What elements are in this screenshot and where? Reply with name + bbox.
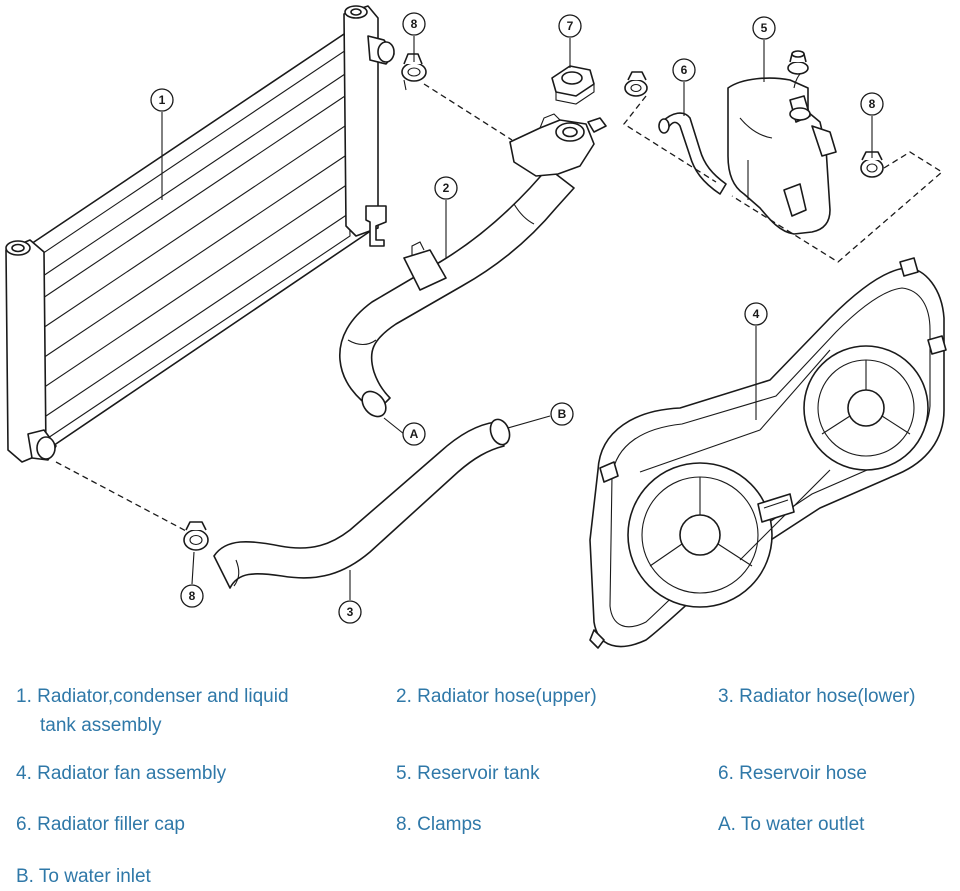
reservoir-hose (658, 112, 727, 195)
svg-text:6: 6 (681, 63, 688, 77)
radiator-fan-assembly (589, 257, 947, 649)
legend-item-1-line2: tank assembly (40, 715, 162, 736)
svg-text:8: 8 (869, 97, 876, 111)
clamp-lower (183, 521, 209, 551)
legend-item-4: 4. Radiator fan assembly (16, 763, 227, 784)
clamp-hose-small (624, 71, 648, 97)
callout-8-upper: 8 (402, 12, 426, 36)
reservoir-tank (727, 69, 837, 235)
svg-text:7: 7 (567, 19, 574, 33)
upper-radiator-hose (339, 167, 575, 418)
clamp-reservoir (860, 151, 884, 178)
legend-item-6: 6. Reservoir hose (718, 763, 867, 784)
assembly-dashed-lines (55, 83, 944, 533)
callout-4: 4 (744, 302, 768, 326)
legend-item-2: 2. Radiator hose(upper) (396, 686, 597, 707)
clamp-upper (401, 53, 427, 91)
svg-text:1: 1 (159, 93, 166, 107)
legend-item-8: 8. Clamps (396, 814, 482, 835)
exploded-cooling-system-diagram: 1 2 3 4 5 6 7 8 (5, 5, 947, 649)
svg-text:B: B (558, 407, 567, 421)
legend-item-3: 3. Radiator hose(lower) (718, 686, 916, 707)
lower-radiator-hose (213, 418, 511, 589)
legend-item-7: 6. Radiator filler cap (16, 814, 185, 835)
legend-item-1-line1: 1. Radiator,condenser and liquid (16, 686, 289, 707)
callout-6: 6 (672, 58, 696, 82)
parts-legend: 1. Radiator,condenser and liquid tank as… (0, 670, 960, 891)
svg-text:8: 8 (411, 17, 418, 31)
svg-text:5: 5 (761, 21, 768, 35)
radiator-assembly (5, 5, 395, 463)
callout-B: B (550, 402, 574, 426)
svg-text:4: 4 (753, 307, 760, 321)
legend-item-B: B. To water inlet (16, 866, 151, 887)
callout-7: 7 (558, 14, 582, 38)
callout-5: 5 (752, 16, 776, 40)
callout-A: A (402, 422, 426, 446)
leader-lines (161, 36, 873, 600)
radiator-filler-cap (551, 65, 595, 105)
reservoir-cap (787, 50, 809, 75)
callout-2: 2 (434, 176, 458, 200)
legend-item-A: A. To water outlet (718, 814, 865, 835)
callout-8-reservoir: 8 (860, 92, 884, 116)
svg-text:8: 8 (189, 589, 196, 603)
water-outlet-housing (509, 113, 607, 177)
callout-1: 1 (150, 88, 174, 112)
legend-item-1: 1. Radiator,condenser and liquid tank as… (16, 682, 289, 740)
callout-8-lower: 8 (180, 584, 204, 608)
legend-item-5: 5. Reservoir tank (396, 763, 540, 784)
svg-text:2: 2 (443, 181, 450, 195)
svg-text:A: A (410, 427, 419, 441)
svg-text:3: 3 (347, 605, 354, 619)
callout-3: 3 (338, 600, 362, 624)
